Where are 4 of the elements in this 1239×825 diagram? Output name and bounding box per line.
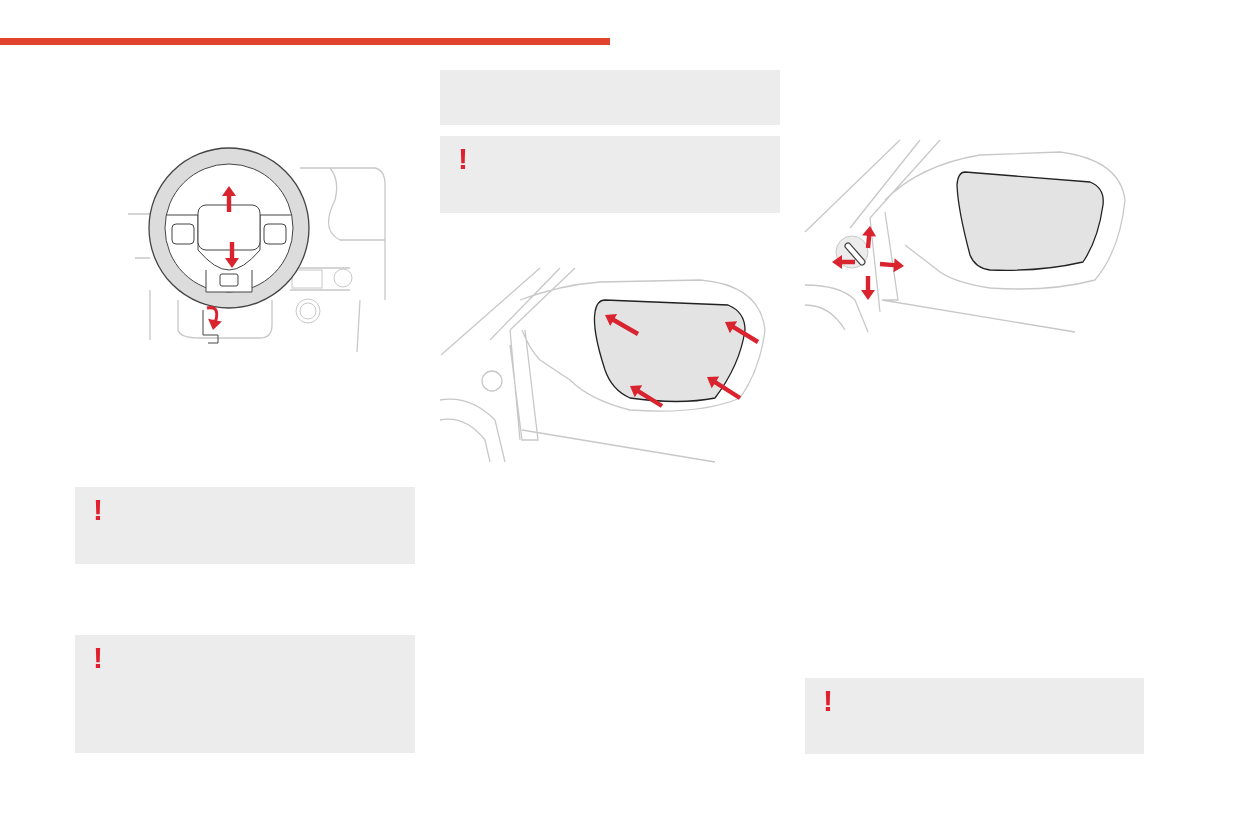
warning-mark: !: [93, 641, 103, 674]
warning-mark: !: [458, 142, 468, 175]
warning-mark: !: [823, 684, 833, 717]
warning-mark: !: [93, 493, 103, 526]
